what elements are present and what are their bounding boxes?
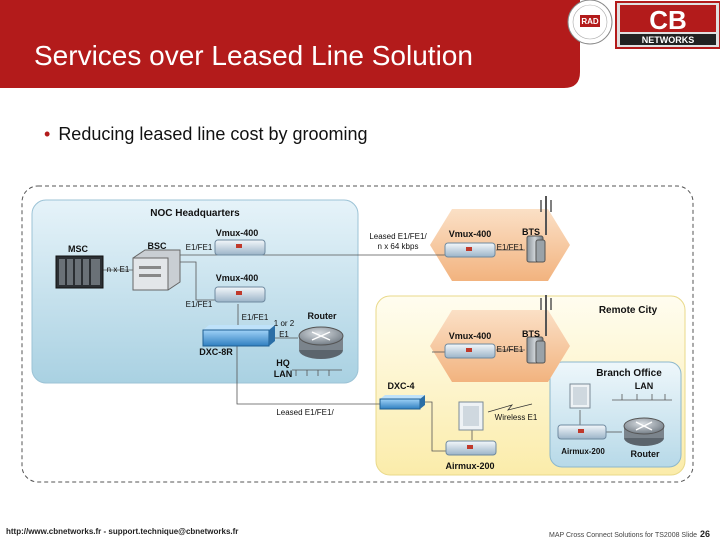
company-logo: RAD CB NETWORKS [567, 0, 720, 49]
bsc-label: BSC [147, 241, 167, 251]
vmux-400-mid-icon [214, 286, 266, 303]
msc-server-icon [55, 255, 104, 289]
dxc-4-icon [379, 395, 425, 410]
slide-title: Services over Leased Line Solution [34, 40, 473, 71]
wireless-link-icon [487, 403, 533, 413]
vmux-400-top-icon [214, 239, 266, 256]
vmux-400-bts2-icon [444, 343, 496, 359]
noc-title: NOC Headquarters [150, 208, 240, 219]
bts1-tower-icon [526, 196, 552, 263]
bsc-cabinet-icon [132, 249, 181, 291]
wireless-label: Wireless E1 [495, 413, 538, 422]
bts2-label: BTS [522, 329, 540, 339]
router-hq-icon [298, 326, 344, 359]
router-branch-label: Router [631, 449, 660, 459]
airmux-200-branch-icon [557, 383, 607, 440]
e1-small-label: E1 [279, 330, 289, 339]
router-hq-label: Router [308, 311, 337, 321]
vmux-bts1-label: Vmux-400 [449, 229, 492, 239]
networks-logo-text: NETWORKS [642, 35, 695, 45]
airmux-remote-label: Airmux-200 [445, 461, 494, 471]
bullet-text: Reducing leased line cost by grooming [58, 124, 368, 144]
vmux-400-bts1-icon [444, 242, 496, 258]
cb-logo-text: CB [649, 5, 687, 35]
network-links [103, 249, 672, 452]
bts1-label: BTS [522, 227, 540, 237]
airmux-branch-label: Airmux-200 [561, 447, 605, 456]
rad-logo-text: RAD [581, 17, 599, 26]
vmux-bts2-label: Vmux-400 [449, 331, 492, 341]
vmux-mid-label: Vmux-400 [216, 273, 259, 283]
bts2-tower-icon [526, 295, 552, 364]
leased-top-label-line2: n x 64 kbps [378, 242, 419, 251]
branch-lan-label: LAN [635, 381, 654, 391]
e1fe1-bts1-label: E1/FE1 [497, 243, 524, 252]
bullet-icon: • [44, 124, 51, 144]
airmux-200-remote-icon [445, 401, 497, 456]
dxc-4-label: DXC-4 [387, 381, 414, 391]
footer-contact: http://www.cbnetworks.fr - support.techn… [6, 527, 239, 536]
msc-label: MSC [68, 244, 89, 254]
branch-office-title: Branch Office [596, 368, 662, 379]
vmux-top-label: Vmux-400 [216, 228, 259, 238]
leased-bottom-label: Leased E1/FE1/ [276, 408, 334, 417]
remote-city-title: Remote City [599, 305, 658, 316]
dxc-8r-label: DXC-8R [199, 347, 233, 357]
leased-top-label-line1: Leased E1/FE1/ [369, 232, 427, 241]
n-x-e1-label: n x E1 [107, 265, 130, 274]
noc-headquarters-region [31, 199, 359, 384]
header-band [0, 0, 580, 88]
footer-caption-text: MAP Cross Connect Solutions for TS2008 S… [549, 532, 697, 539]
one-or-two-label: 1 or 2 [274, 319, 295, 328]
dxc-8r-icon [202, 325, 275, 347]
e1fe1-dxc-label: E1/FE1 [242, 313, 269, 322]
hq-lan-label: LAN [274, 369, 293, 379]
hq-label: HQ [276, 358, 290, 368]
e1fe1-mid-label: E1/FE1 [186, 300, 213, 309]
router-branch-icon [623, 417, 665, 446]
bullet-point: • Reducing leased line cost by grooming [44, 124, 368, 145]
e1fe1-bts2-label: E1/FE1 [497, 345, 524, 354]
slide-number: 26 [699, 529, 710, 539]
bts-hexagon-remote [430, 310, 570, 382]
bts-hexagon-top [430, 209, 570, 281]
e1fe1-bsc-label: E1/FE1 [186, 243, 213, 252]
footer-caption: MAP Cross Connect Solutions for TS2008 S… [549, 529, 710, 539]
